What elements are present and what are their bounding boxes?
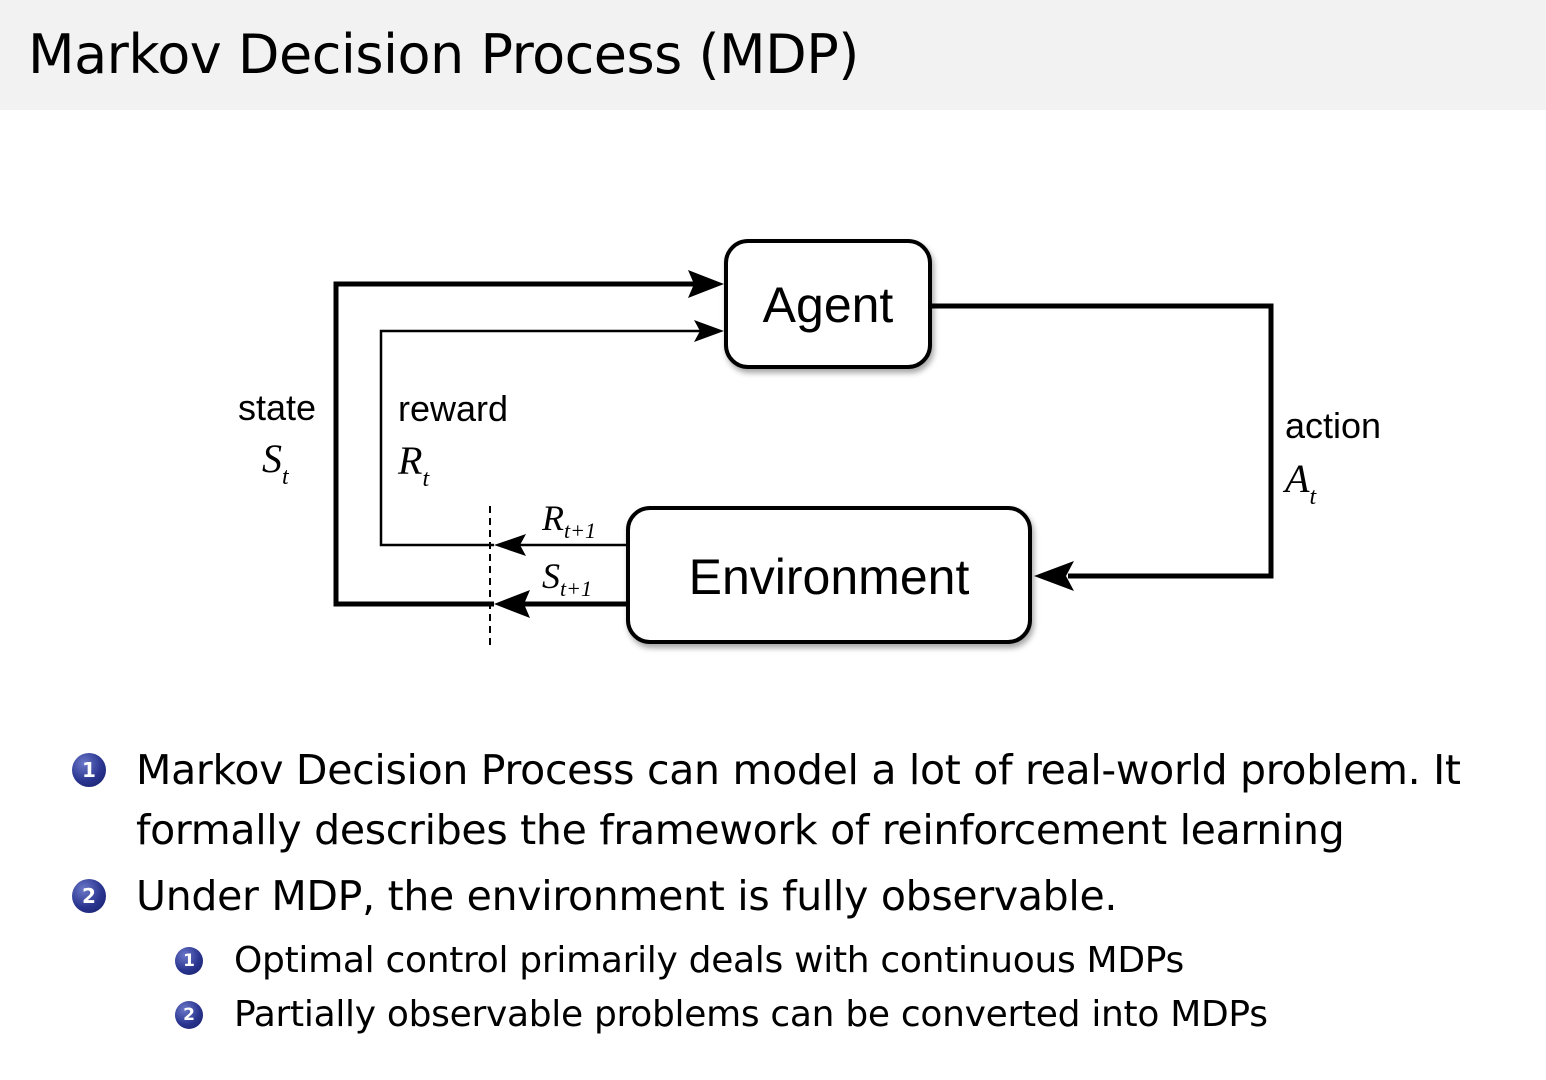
bullet-line: Markov Decision Process can model a lot … [136,746,1461,794]
agent-box [724,239,932,369]
sub-bullet-text: Partially observable problems can be con… [234,994,1268,1035]
state-arrowhead [688,270,724,298]
next-state-symbol: St+1 [542,556,592,601]
next-reward-symbol: Rt+1 [541,498,596,543]
bullet-marker: 2 [72,879,106,913]
action-symbol-subscript: t [1309,484,1317,510]
slide-title: Markov Decision Process (MDP) [28,23,859,86]
reward-arrow-line [379,329,700,547]
sub-bullet-text: Optimal control primarily deals with con… [234,940,1184,981]
sub-bullet-marker: 2 [175,1001,203,1029]
reward-arrowhead [694,320,724,342]
state-symbol-subscript: t [282,464,290,490]
bullet-line: formally describes the framework of rein… [136,806,1345,854]
bullet-line: Under MDP, the environment is fully obse… [136,872,1118,920]
state-label: state [238,387,316,428]
state-symbol: St [262,436,290,490]
action-label: action [1285,405,1381,446]
reward-symbol-subscript: t [422,466,430,492]
action-symbol-main: A [1282,456,1310,501]
state-arrow-line [333,281,694,607]
next-reward-symbol-subscript: t+1 [564,518,596,543]
title-bar [0,0,1546,110]
reward-symbol-main: R [397,438,422,483]
sub-bullet-marker: 1 [175,947,203,975]
next-reward-symbol-main: R [541,498,564,538]
action-symbol: At [1282,456,1317,510]
bullet-marker: 1 [72,753,106,787]
next-state-symbol-main: S [542,556,560,596]
action-arrow-line [932,303,1274,579]
next-reward-arrowhead [494,534,526,556]
reward-symbol: Rt [397,438,430,492]
state-symbol-main: S [262,436,282,481]
action-arrowhead [1034,561,1074,591]
environment-label: Environment [689,549,970,605]
next-state-arrowhead [494,590,530,618]
agent-label: Agent [763,277,894,333]
environment-box [626,506,1032,644]
next-state-symbol-subscript: t+1 [560,576,592,601]
reward-label: reward [398,388,508,429]
